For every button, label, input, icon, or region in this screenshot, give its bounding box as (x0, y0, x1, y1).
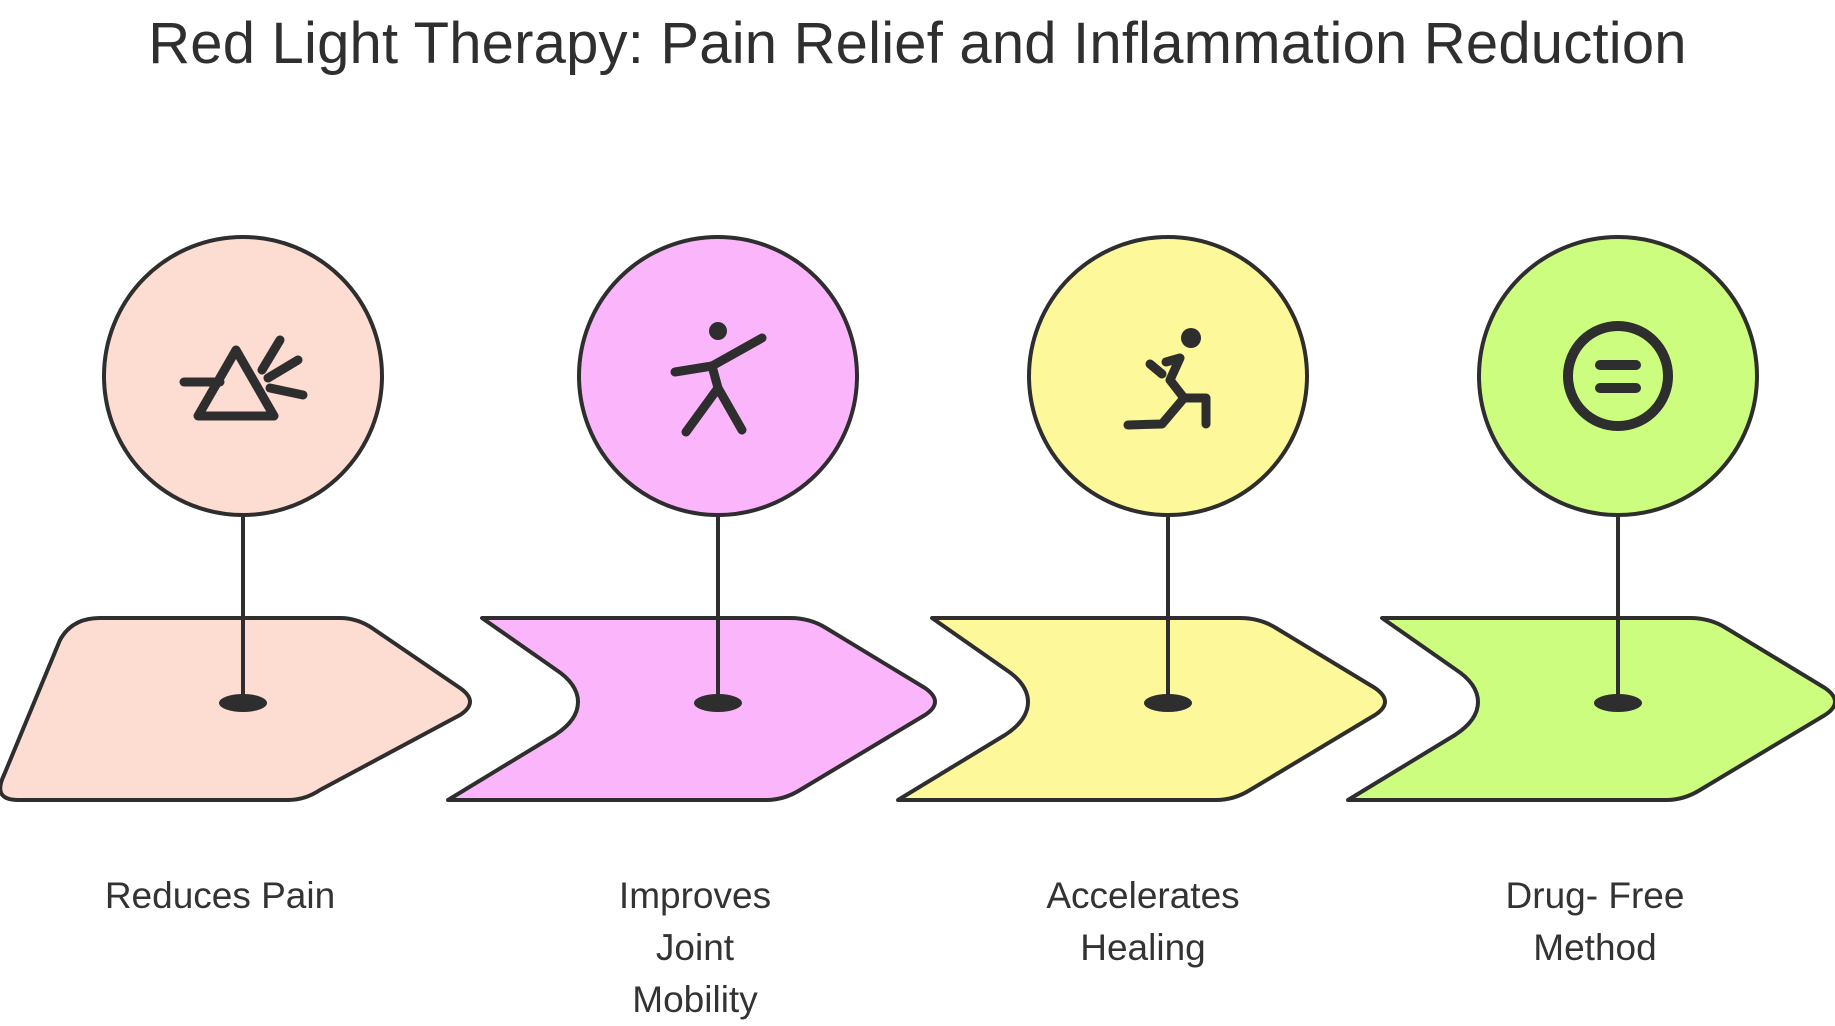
step-2-pin-dot (694, 694, 742, 712)
step-4-pin-dot (1594, 694, 1642, 712)
step-2-label: Improves Joint Mobility (545, 870, 845, 1026)
step-1-label: Reduces Pain (70, 870, 370, 922)
step-2-arrow-shape (446, 616, 937, 802)
lunging-figure-icon (1123, 328, 1211, 430)
step-3-label: Accelerates Healing (993, 870, 1293, 974)
step-1-icon-circle (102, 235, 384, 517)
step-3-label-line: Healing (1080, 927, 1206, 968)
stretching-figure-icon (670, 322, 767, 437)
step-2-label-line: Improves (618, 875, 772, 916)
step-4-arrow-shape (1346, 616, 1835, 802)
step-4-label-line: Drug- Free (1505, 875, 1685, 916)
step-1-pin-dot (219, 694, 267, 712)
step-3-label-line: Accelerates (1046, 875, 1240, 916)
step-2-label-line: Mobility (632, 979, 758, 1020)
equals-circle-icon (1563, 321, 1673, 431)
step-3-pin-dot (1144, 694, 1192, 712)
step-1-label-line: Reduces Pain (104, 875, 336, 916)
step-2-label-line: Joint (655, 927, 735, 968)
step-4-label-line: Method (1533, 927, 1657, 968)
diagram-title: Red Light Therapy: Pain Relief and Infla… (148, 11, 1687, 76)
light-prism-icon (179, 335, 308, 421)
step-4-icon-circle (1477, 235, 1759, 517)
step-3-arrow-shape (896, 616, 1387, 802)
step-4-label: Drug- Free Method (1445, 870, 1745, 974)
